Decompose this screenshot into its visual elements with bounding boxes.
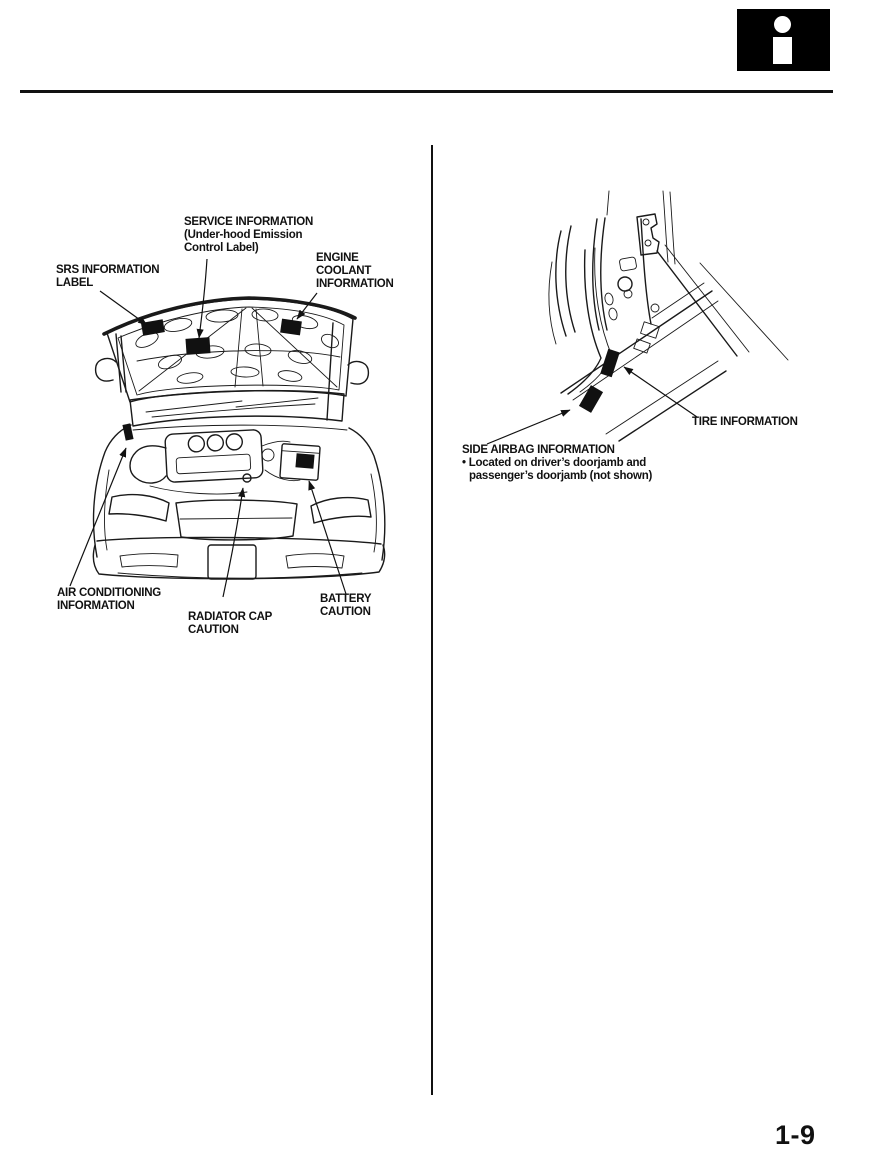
doorjamb-diagram	[486, 190, 789, 445]
page-number: 1-9	[775, 1120, 816, 1150]
label-air-conditioning: AIR CONDITIONING INFORMATION	[57, 587, 161, 612]
hood-underside	[102, 296, 357, 403]
side-mirror-left	[94, 357, 117, 382]
airbag-label-mark	[578, 385, 604, 413]
label-radiator-cap: RADIATOR CAP CAUTION	[188, 611, 273, 636]
underhood-leader-lines	[69, 258, 347, 598]
engine-bay	[129, 424, 348, 495]
label-tire-information: TIRE INFORMATION	[692, 416, 798, 428]
battery-label-mark	[295, 453, 315, 469]
label-battery-caution: BATTERY CAUTION	[320, 593, 372, 618]
doorjamb-leader-lines	[486, 366, 698, 445]
info-icon-stem	[773, 37, 792, 64]
label-service-information: SERVICE INFORMATION (Under-hood Emission…	[184, 216, 313, 254]
info-icon-dot	[774, 16, 791, 33]
ac-label-mark	[122, 423, 134, 441]
service-label-mark	[185, 337, 211, 355]
hood-prop-left	[115, 333, 127, 393]
header-rule	[20, 90, 833, 93]
license-plate	[207, 544, 257, 580]
wiper-cowl	[129, 389, 345, 427]
side-mirror-right	[347, 360, 370, 385]
label-side-airbag: SIDE AIRBAG INFORMATION • Located on dri…	[462, 444, 653, 482]
label-engine-coolant: ENGINE COOLANT INFORMATION	[316, 252, 394, 290]
tire-label-mark	[600, 348, 620, 378]
radiator-cap	[242, 473, 252, 483]
hood-prop-right	[326, 322, 334, 421]
door-sill	[560, 244, 789, 442]
door-striker	[617, 276, 633, 292]
srs-label-mark	[140, 319, 165, 336]
battery	[279, 443, 321, 481]
info-icon	[737, 9, 830, 71]
coolant-label-mark	[280, 318, 302, 336]
label-srs-information: SRS INFORMATION LABEL	[56, 264, 160, 289]
underhood-diagram	[69, 258, 386, 598]
column-divider	[431, 145, 433, 1095]
